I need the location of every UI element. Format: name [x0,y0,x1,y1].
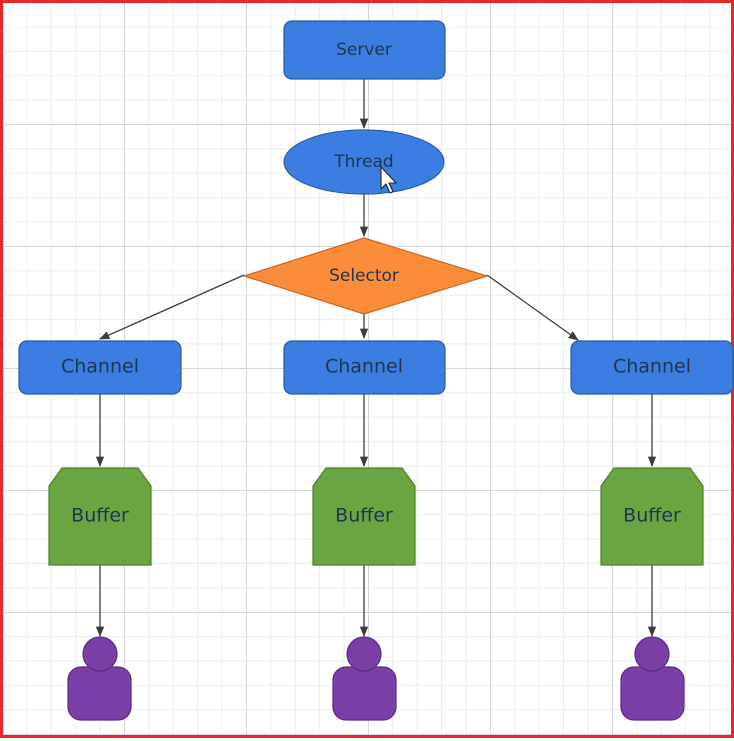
thread-node[interactable]: Thread [283,129,445,195]
thread-label: Thread [333,152,393,172]
channel-node-1[interactable]: Channel [18,340,182,395]
architecture-diagram: Server Thread Selector Channel Channel C… [18,20,734,721]
buffer-label-1: Buffer [71,505,129,527]
user-icon[interactable] [67,636,132,721]
server-label: Server [336,40,392,60]
edge-selector-channel-right [486,274,579,341]
mouse-cursor-icon [380,166,397,194]
channel-label-1: Channel [61,356,139,378]
buffer-label-2: Buffer [335,505,393,527]
buffer-node-3[interactable]: Buffer [600,467,704,566]
channel-label-2: Channel [325,356,403,378]
channel-node-2[interactable]: Channel [283,340,446,395]
channel-node-3[interactable]: Channel [570,340,734,395]
channel-label-3: Channel [613,356,691,378]
user-icon[interactable] [620,636,685,721]
edge-selector-channel-left [99,274,245,340]
server-node[interactable]: Server [283,20,446,80]
selector-label: Selector [329,266,399,286]
selector-node[interactable]: Selector [242,237,490,315]
buffer-label-3: Buffer [623,505,681,527]
user-icon[interactable] [332,636,397,721]
buffer-node-2[interactable]: Buffer [312,467,416,566]
buffer-node-1[interactable]: Buffer [48,467,152,566]
edges [95,79,657,638]
